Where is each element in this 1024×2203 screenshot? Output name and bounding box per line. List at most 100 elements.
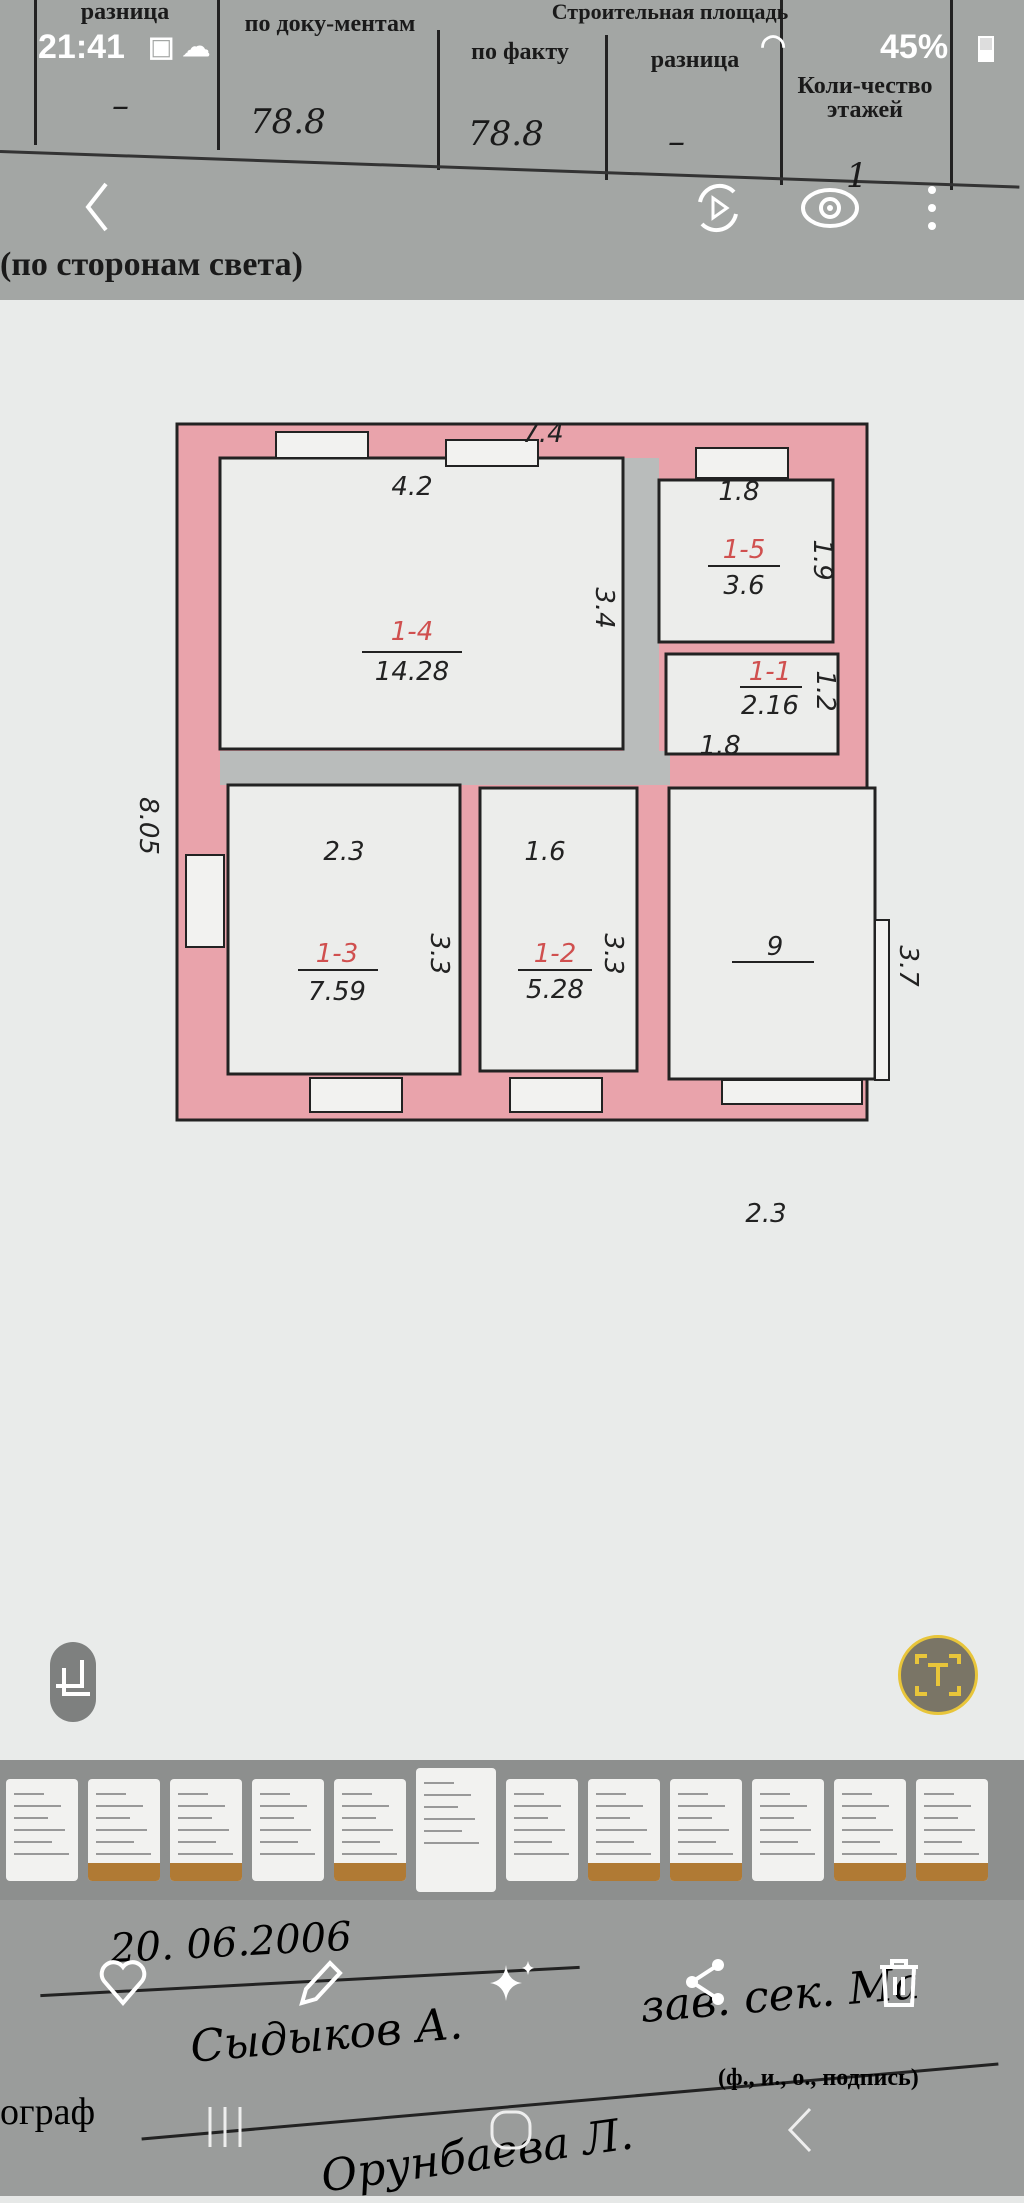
effects-button[interactable] [486,1955,540,2009]
value-difference: – [112,86,129,126]
room-id: 1-4 [391,617,433,647]
notification-icons: ▣ ☁ [148,31,211,62]
dim-label: 1.8 [718,477,759,507]
thumbnail[interactable] [252,1779,324,1881]
thumbnail[interactable] [752,1779,824,1881]
recent-apps-icon [208,2107,242,2147]
room-labels: 1-4 14.28 1-5 3.6 1-1 2.16 1-3 7.59 1-2 … [298,535,814,1007]
thumbnail[interactable] [670,1779,742,1881]
thumbnail[interactable] [834,1779,906,1881]
table-divider [780,0,783,185]
chevron-left-icon [85,182,108,232]
header-difference: разница [80,0,170,25]
status-bar: 21:41 ▣ ☁ ◠ 45% [0,28,1024,72]
table-divider [437,30,440,170]
table-divider [217,0,220,150]
remaster-play-icon [698,183,738,233]
text-scan-icon [915,1654,961,1696]
value-by-documents: 78.8 [250,102,326,142]
battery-icon [978,36,994,62]
caption-cardinal: (по сторонам света) [0,246,303,283]
back-icon [787,2107,812,2153]
room-id: 1-5 [723,535,765,565]
table-divider [605,35,608,180]
thumbnail[interactable] [588,1779,660,1881]
dim-label: 2.3 [323,837,364,867]
view-button[interactable] [800,186,860,230]
handwritten-name: Сыдыков А. [188,1998,465,2073]
thumbnail[interactable] [916,1779,988,1881]
thumbnail-selected[interactable] [416,1768,496,1892]
battery-level: 45% [880,28,949,66]
room-area: 14.28 [375,657,449,687]
thumbnail[interactable] [6,1779,78,1881]
sparkles-icon [490,1961,534,2001]
header-area: Строительная площадь [551,0,789,24]
eye-icon [801,188,859,228]
partition-wall [220,751,670,785]
trash-icon [880,1959,918,2007]
room-1-5 [657,478,835,644]
dim-label: 1.9 [807,539,837,580]
room-id: 1-1 [749,657,791,687]
thumbnail[interactable] [88,1779,160,1881]
room-9 [667,786,877,1081]
dim-label: 1.2 [810,670,840,711]
header-floors: Коли-чество этажей [797,73,933,123]
handwritten-name-2: Орунбаева Л. [317,2108,637,2203]
room-1-2 [478,786,639,1073]
table-divider [950,0,953,190]
edit-pencil-icon [299,1960,343,2006]
room-id: 1-3 [316,939,358,969]
dim-label: 7.4 [522,419,563,449]
favorite-button[interactable] [96,1955,150,2009]
clock: 21:41 [38,28,125,66]
dim-label: 3.7 [893,945,923,987]
header-actual: по факту [471,39,569,65]
value-difference-2: – [668,122,685,162]
document-photo-top: разница по доку-ментам по факту разница … [0,0,1024,300]
partition-wall [623,458,659,754]
dim-label: 3.3 [598,933,628,974]
thumbnail[interactable] [170,1779,242,1881]
form-label: ограф [0,2091,96,2133]
windows [185,431,890,1113]
room-id: 9 [767,932,784,962]
edit-button[interactable] [292,1955,346,2009]
text-extract-button[interactable] [898,1635,978,1715]
thumbnail[interactable] [334,1779,406,1881]
recent-apps-button[interactable] [200,2105,250,2149]
dim-label: 3.3 [424,933,454,974]
room-1-1 [664,652,840,756]
room-id: 1-2 [534,939,576,969]
remaster-button[interactable] [690,180,746,236]
room-1-4 [218,456,625,751]
more-options-button[interactable] [922,182,942,234]
table-divider [34,0,37,145]
floor-plan: 4.2 7.4 1.8 3.4 1.9 1.2 1.8 2.3 1.6 3.3 … [133,419,923,1229]
wifi-icon: ◠ [760,29,787,62]
value-floors: 1 [846,156,868,196]
heart-icon [99,1960,147,2007]
dim-label: 2.3 [745,1199,786,1229]
room-area: 7.59 [308,977,366,1007]
room-1-3 [226,783,462,1076]
delete-button[interactable] [872,1955,926,2009]
room-area: 3.6 [723,571,764,601]
thumbnail[interactable] [506,1779,578,1881]
header-by-documents: по доку-ментам [244,11,416,37]
nav-back-button[interactable] [780,2105,820,2155]
home-button[interactable] [488,2108,534,2152]
dim-label: 8.05 [133,797,163,855]
back-button[interactable] [78,180,118,234]
header-difference-2: разница [650,47,740,73]
crop-icon [56,1660,90,1696]
room-area: 5.28 [526,975,584,1005]
share-button[interactable] [678,1955,732,2009]
dim-label: 4.2 [391,472,432,502]
signature-caption: (ф., и., о., подпись) [718,2065,919,2091]
value-actual: 78.8 [468,114,544,154]
more-vertical-icon [928,186,936,230]
home-icon [490,2110,532,2150]
crop-button[interactable] [50,1642,96,1722]
